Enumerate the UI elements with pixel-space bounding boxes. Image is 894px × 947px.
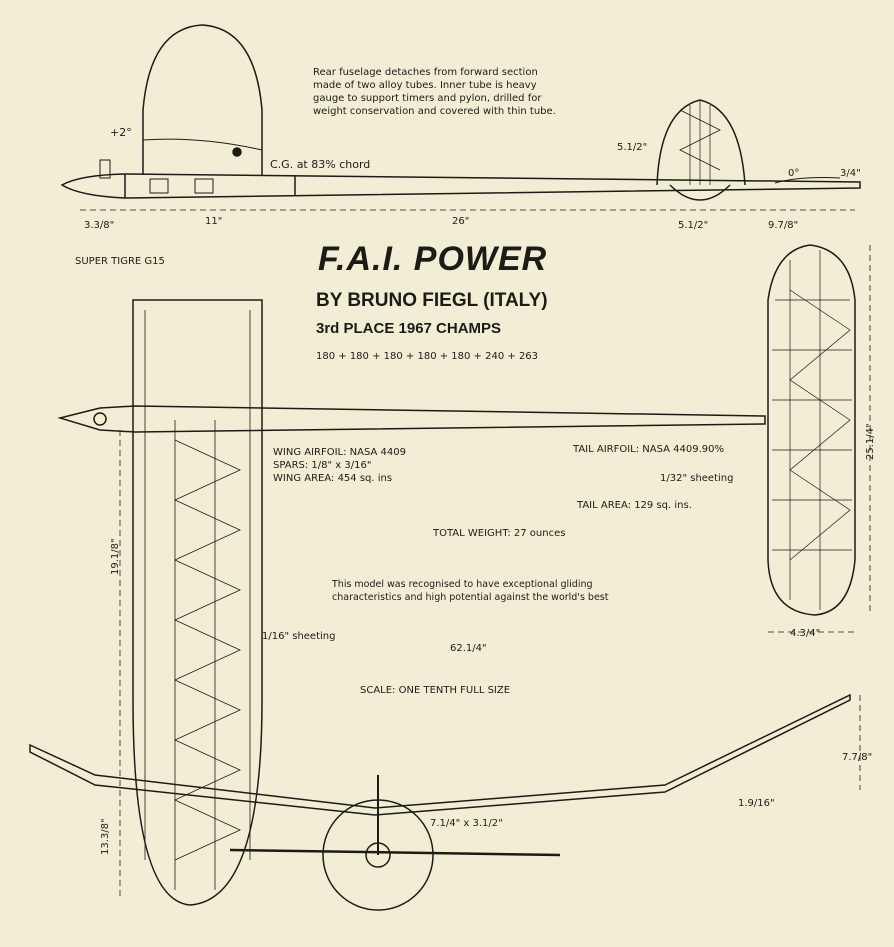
top-view [57, 244, 871, 906]
plan-placing: 3rd PLACE 1967 CHAMPS [316, 320, 502, 337]
top-fuselage [57, 405, 766, 433]
plan-title: F.A.I. POWER [318, 240, 548, 278]
wing-airfoil: WING AIRFOIL: NASA 4409 [273, 447, 406, 458]
side-fuselage [60, 173, 861, 199]
wing-incidence: +2° [110, 126, 132, 139]
top-tailplane [767, 244, 856, 616]
side-pylon [142, 24, 263, 175]
remark-1: This model was recognised to have except… [332, 579, 593, 590]
propeller-disc [322, 799, 434, 911]
tail-airfoil: TAIL AIRFOIL: NASA 4409.90% [573, 444, 725, 455]
top-wing [132, 299, 263, 906]
tail-sheeting: 1/32" sheeting [660, 473, 734, 484]
front-view [29, 693, 861, 911]
dim-tail-span: 25.1/4" [865, 423, 876, 460]
fuselage-note-4: weight conservation and covered with thi… [313, 106, 556, 117]
wing-spars: SPARS: 1/8" x 3/16" [273, 460, 372, 471]
scale-note: SCALE: ONE TENTH FULL SIZE [360, 685, 511, 696]
fuselage-note-3: gauge to support timers and pylon, drill… [313, 93, 542, 104]
wing-sheeting: 1/16" sheeting [262, 631, 336, 642]
front-wing [29, 693, 851, 816]
tail-offset: 3/4" [840, 168, 861, 179]
dim-nose: 3.3/8" [84, 220, 115, 231]
tail-incidence: 0° [788, 168, 800, 179]
dim-tail-chord: 4.3/4" [790, 628, 821, 639]
total-weight: TOTAL WEIGHT: 27 ounces [433, 528, 566, 539]
dim-dihedral-tip: 7.7/8" [842, 752, 873, 763]
side-view [60, 24, 861, 211]
fuselage-note-1: Rear fuselage detaches from forward sect… [313, 67, 538, 78]
dim-wing-root: 19.1/8" [110, 538, 121, 575]
dim-fin-chord: 5.1/2" [678, 220, 709, 231]
wing-area: WING AREA: 454 sq. ins [273, 473, 393, 484]
dim-span: 62.1/4" [450, 643, 487, 654]
tail-area: TAIL AREA: 129 sq. ins. [577, 500, 692, 511]
dim-rear: 9.7/8" [768, 220, 799, 231]
dim-wing-tip: 13.3/8" [100, 818, 111, 855]
remark-2: characteristics and high potential again… [332, 592, 609, 603]
dim-propeller: 7.1/4" x 3.1/2" [430, 818, 503, 829]
dim-front: 11" [205, 216, 223, 227]
fuselage-note-2: made of two alloy tubes. Inner tube is h… [313, 80, 537, 91]
engine-label: SUPER TIGRE G15 [75, 256, 165, 267]
side-fin [656, 99, 746, 201]
plan-author: BY BRUNO FIEGL (ITALY) [316, 290, 548, 311]
dim-dihedral-center: 1.9/16" [738, 798, 775, 809]
dim-mid: 26" [452, 216, 470, 227]
cg-label: C.G. at 83% chord [270, 158, 371, 171]
fin-height: 5.1/2" [617, 142, 648, 153]
flight-times: 180 + 180 + 180 + 180 + 180 + 240 + 263 [316, 351, 539, 362]
